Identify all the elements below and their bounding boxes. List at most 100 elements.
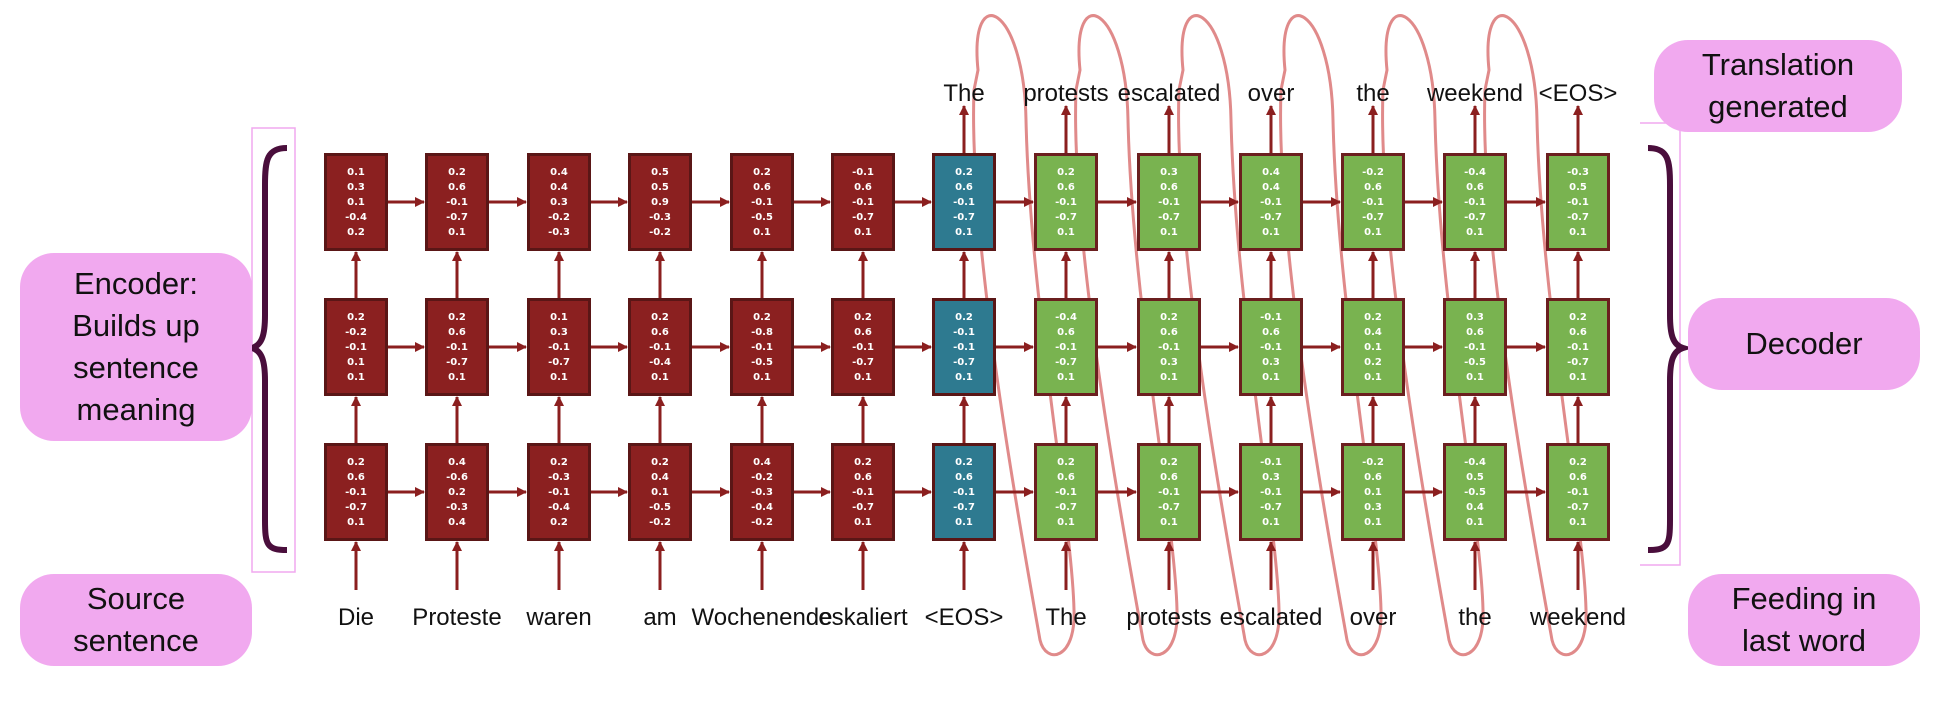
hidden-state-value: -0.1 — [1158, 196, 1180, 208]
hidden-state-value: -0.1 — [953, 486, 975, 498]
hidden-state-value: 0.1 — [955, 226, 973, 238]
output-word: protests — [1023, 80, 1109, 107]
hidden-state-value: -0.5 — [1464, 486, 1486, 498]
hidden-state-value: -0.1 — [1055, 196, 1077, 208]
hidden-state-value: 0.2 — [1569, 311, 1587, 323]
hidden-state-value: -0.5 — [751, 356, 773, 368]
hidden-state-value: 0.6 — [1057, 471, 1075, 483]
hidden-state-value: -0.4 — [1055, 311, 1077, 323]
hidden-state-value: -0.7 — [446, 356, 468, 368]
hidden-state-value: -0.2 — [751, 471, 773, 483]
hidden-state-value: 0.1 — [753, 226, 771, 238]
hidden-state-value: -0.1 — [852, 196, 874, 208]
hidden-state-value: -0.6 — [446, 471, 468, 483]
hidden-state-value: -0.1 — [852, 166, 874, 178]
hidden-state-value: -0.1 — [1362, 196, 1384, 208]
hidden-state-value: -0.1 — [1260, 486, 1282, 498]
hidden-state-value: 0.2 — [1569, 456, 1587, 468]
hidden-state-value: 0.2 — [347, 456, 365, 468]
hidden-state-value: 0.5 — [651, 166, 669, 178]
hidden-state-value: 0.1 — [753, 371, 771, 383]
source-word: waren — [526, 604, 592, 631]
hidden-state-value: 0.1 — [550, 371, 568, 383]
hidden-state-value: -0.1 — [1055, 341, 1077, 353]
source-word: Proteste — [412, 604, 502, 631]
hidden-state-value: 0.1 — [651, 486, 669, 498]
hidden-state-value: -0.4 — [1464, 166, 1486, 178]
hidden-state-value: 0.1 — [1160, 516, 1178, 528]
hidden-state-value: -0.1 — [1260, 311, 1282, 323]
hidden-state-value: 0.6 — [1057, 326, 1075, 338]
feedback-loops — [972, 14, 1588, 657]
hidden-state-value: -0.7 — [446, 211, 468, 223]
hidden-state-value: -0.7 — [852, 501, 874, 513]
hidden-state-value: -0.7 — [1362, 211, 1384, 223]
hidden-state-value: 0.1 — [1466, 516, 1484, 528]
hidden-state-value: 0.2 — [651, 311, 669, 323]
source-word: protests — [1126, 604, 1212, 631]
hidden-state-value: 0.5 — [1569, 181, 1587, 193]
hidden-state-value: 0.1 — [854, 516, 872, 528]
source-word: over — [1349, 604, 1397, 631]
hidden-state-value: 0.2 — [1364, 356, 1382, 368]
hidden-state-value: 0.1 — [1364, 516, 1382, 528]
hidden-state-value: 0.1 — [347, 356, 365, 368]
hidden-state-value: 0.1 — [1569, 516, 1587, 528]
hidden-state-value: -0.1 — [751, 196, 773, 208]
hidden-state-value: 0.1 — [1057, 371, 1075, 383]
hidden-state-value: -0.7 — [1567, 356, 1589, 368]
hidden-state-value: 0.1 — [1364, 486, 1382, 498]
hidden-state-value: 0.6 — [448, 181, 466, 193]
hidden-state-value: -0.7 — [1055, 356, 1077, 368]
hidden-state-value: -0.1 — [1158, 341, 1180, 353]
hidden-state-value: 0.1 — [955, 516, 973, 528]
hidden-state-value: 0.1 — [1364, 226, 1382, 238]
hidden-state-value: -0.2 — [649, 516, 671, 528]
hidden-state-value: -0.1 — [1464, 196, 1486, 208]
output-word: The — [943, 80, 985, 107]
hidden-state-value: 0.1 — [955, 371, 973, 383]
hidden-state-value: 0.2 — [1364, 311, 1382, 323]
hidden-state-value: -0.2 — [345, 326, 367, 338]
hidden-state-value: 0.1 — [1364, 371, 1382, 383]
hidden-state-value: 0.2 — [550, 456, 568, 468]
hidden-state-value: 0.6 — [1364, 181, 1382, 193]
output-word: the — [1356, 80, 1390, 107]
output-word: <EOS> — [1538, 80, 1618, 107]
hidden-state-value: 0.1 — [1057, 516, 1075, 528]
hidden-state-value: -0.7 — [953, 356, 975, 368]
hidden-state-value: 0.4 — [550, 166, 568, 178]
hidden-state-value: -0.5 — [751, 211, 773, 223]
hidden-state-value: -0.1 — [751, 341, 773, 353]
hidden-state-value: -0.4 — [548, 501, 570, 513]
encoder-brace — [241, 145, 288, 553]
hidden-state-value: 0.6 — [854, 181, 872, 193]
hidden-state-value: -0.7 — [1158, 501, 1180, 513]
hidden-state-value: 0.9 — [651, 196, 669, 208]
hidden-state-value: 0.2 — [955, 311, 973, 323]
hidden-state-value: -0.1 — [953, 326, 975, 338]
hidden-state-value: 0.1 — [1160, 226, 1178, 238]
source-word: eskaliert — [818, 604, 908, 631]
hidden-state-value: -0.3 — [548, 226, 570, 238]
hidden-state-value: -0.7 — [1055, 211, 1077, 223]
output-word: weekend — [1426, 80, 1524, 107]
hidden-state-value: -0.7 — [852, 356, 874, 368]
hidden-state-value: -0.7 — [1567, 501, 1589, 513]
hidden-state-cell: -0.4 0.6 -0.1 -0.7 0.1 — [1034, 298, 1098, 396]
hidden-state-value: -0.4 — [751, 501, 773, 513]
hidden-state-value: -0.7 — [953, 501, 975, 513]
hidden-state-value: 0.6 — [1160, 471, 1178, 483]
hidden-state-value: -0.5 — [649, 501, 671, 513]
